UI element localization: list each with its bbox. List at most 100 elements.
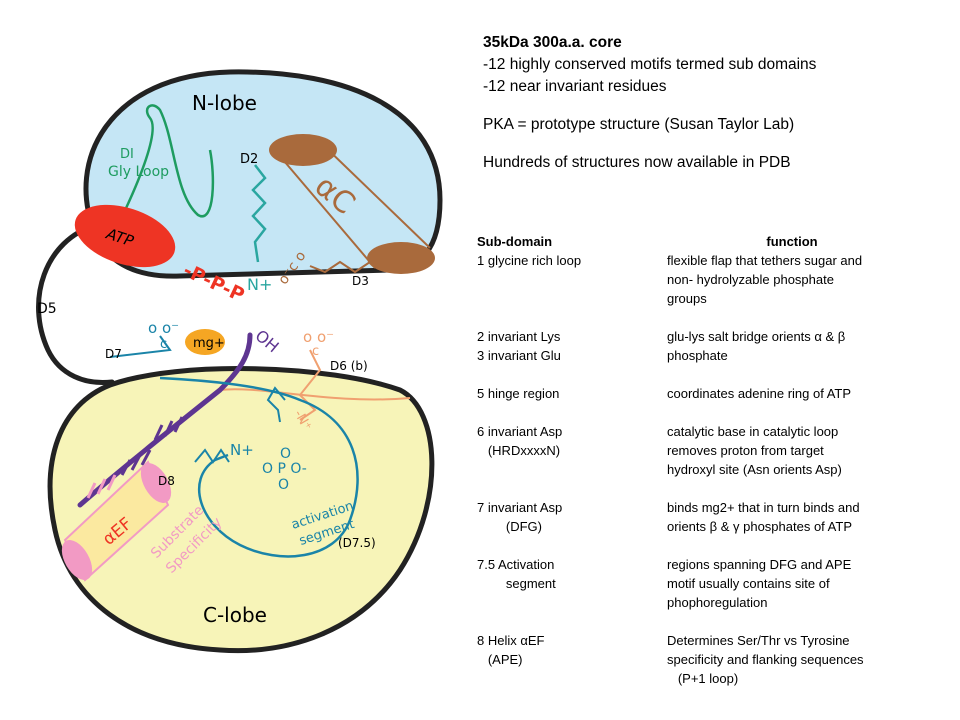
table-row: (HRDxxxxN) removes proton from target — [477, 441, 957, 460]
table-cell-function: glu-lys salt bridge orients α & β — [667, 329, 846, 344]
table-row — [477, 612, 957, 631]
table-cell-subdomain — [477, 593, 667, 612]
mg-label: mg+ — [193, 336, 225, 351]
table-cell-subdomain — [477, 270, 667, 289]
clobe-shape — [47, 366, 435, 654]
table-cell-subdomain — [477, 669, 667, 688]
d3-glutamate-chain — [309, 260, 371, 274]
table-cell-subdomain: 2 invariant Lys — [477, 329, 561, 344]
table-cell-subdomain: 7.5 Activation — [477, 557, 555, 572]
table-row: hydroxyl site (Asn orients Asp) — [477, 460, 957, 479]
carboxylate-d7-c: c — [160, 337, 167, 352]
table-cell-function: orients β & γ phosphates of ATP — [667, 519, 853, 534]
table-cell-subdomain: (APE) — [477, 652, 523, 667]
table-cell-function: regions spanning DFG and APE — [667, 557, 852, 572]
table-cell-subdomain — [477, 460, 667, 479]
d8-label: D8 — [158, 474, 175, 488]
table-cell-subdomain: 6 invariant Asp — [477, 424, 563, 439]
d2-label: D2 — [240, 152, 258, 167]
table-cell-function: removes proton from target — [667, 443, 824, 458]
table-cell-function: hydroxyl site (Asn orients Asp) — [667, 462, 842, 477]
table-cell-subdomain — [477, 479, 667, 498]
nlobe-label: N-lobe — [192, 91, 257, 115]
subdomain-table: Sub-domain function 1 glycine rich loop f… — [477, 232, 957, 688]
gly-loop — [116, 104, 215, 226]
table-cell-subdomain — [477, 536, 667, 555]
gly-loop-label: Gly Loop — [108, 164, 169, 180]
d2-lysine-chain — [251, 164, 267, 263]
panel-line-4: Hundreds of structures now available in … — [483, 154, 791, 171]
phosphate-row: O P O- — [262, 461, 307, 477]
table-cell-subdomain: (DFG) — [477, 519, 542, 534]
table-row: (DFG) orients β & γ phosphates of ATP — [477, 517, 957, 536]
d7-chain — [109, 335, 172, 358]
d5-label: D5 — [37, 301, 57, 317]
table-cell-function: phophoregulation — [667, 595, 768, 610]
d5-hinge-curve — [36, 222, 115, 386]
table-row — [477, 365, 957, 384]
table-row — [477, 536, 957, 555]
table-row: non- hydrolyzable phosphate — [477, 270, 957, 289]
atp-molecule — [74, 204, 176, 268]
table-cell-subdomain — [477, 365, 667, 384]
table-cell-function — [667, 479, 957, 498]
pink-hatch-marks — [86, 474, 117, 499]
table-row: 2 invariant Lys glu-lys salt bridge orien… — [477, 327, 957, 346]
lys-label: N+ — [230, 441, 254, 459]
phosphate-o1: O — [280, 446, 291, 462]
table-cell-subdomain: 1 glycine rich loop — [477, 253, 582, 268]
kinase-diagram: N-lobe C-lobe D5 DI Gly Loop ATP D2 N+ α… — [36, 69, 443, 654]
hatch-marks — [120, 416, 184, 476]
table-row: (P+1 loop) — [477, 669, 957, 688]
panel-line-3: PKA = prototype structure (Susan Taylor … — [483, 116, 795, 133]
table-row: groups — [477, 289, 957, 308]
d75-label: (D7.5) — [338, 536, 376, 550]
table-cell-function: groups — [667, 291, 707, 306]
panel-line-2: -12 near invariant residues — [483, 78, 667, 95]
table-row — [477, 308, 957, 327]
table-cell-function: (P+1 loop) — [667, 671, 739, 686]
panel-title: 35kDa 300a.a. core — [483, 34, 622, 51]
table-cell-function — [667, 365, 957, 384]
table-cell-function — [667, 612, 957, 631]
table-row: 7.5 Activation regions spanning DFG and A… — [477, 555, 957, 574]
table-cell-function: coordinates adenine ring of ATP — [667, 386, 852, 401]
table-cell-function: phosphate — [667, 348, 728, 363]
table-row: segment motif usually contains site of — [477, 574, 957, 593]
table-cell-function — [667, 308, 957, 327]
carboxylate-d7-label: o o⁻ — [148, 319, 179, 337]
mg-ion — [185, 329, 225, 355]
table-cell-subdomain: segment — [477, 576, 556, 591]
table-header: Sub-domain function — [477, 232, 957, 251]
carboxylate-d6-c: c — [312, 344, 319, 359]
alpha-c-helix — [269, 134, 435, 274]
d8-chain — [194, 448, 230, 464]
header-function: function — [766, 234, 818, 249]
carboxylate-d6-label: o o⁻ — [303, 328, 334, 346]
panel-line-1: -12 highly conserved motifs termed sub d… — [483, 56, 817, 73]
table-cell-function: motif usually contains site of — [667, 576, 830, 591]
clobe-label: C-lobe — [203, 603, 267, 627]
d6b-label: D6 (b) — [330, 359, 368, 373]
table-cell-subdomain — [477, 612, 667, 631]
table-cell-function: flexible flap that tethers sugar and — [667, 253, 863, 268]
substrate-peptide — [77, 332, 253, 508]
table-cell-function — [667, 403, 957, 422]
table-cell-function: catalytic base in catalytic loop — [667, 424, 839, 439]
n-plus-label: N+ — [247, 275, 272, 294]
table-row — [477, 403, 957, 422]
table-cell-subdomain — [477, 403, 667, 422]
activation-segment — [159, 376, 359, 558]
phosphate-o2: O — [278, 477, 289, 493]
table-row: (APE)specificity and flanking sequences — [477, 650, 957, 669]
table-cell-function: Determines Ser/Thr vs Tyrosine — [667, 633, 850, 648]
alpha-ef-helix — [61, 460, 172, 582]
table-row: 6 invariant Asp catalytic base in catalyt… — [477, 422, 957, 441]
table-cell-function: binds mg2+ that in turn binds and — [667, 500, 860, 515]
d3-label: D3 — [352, 274, 369, 288]
table-cell-subdomain: (HRDxxxxN) — [477, 443, 561, 458]
